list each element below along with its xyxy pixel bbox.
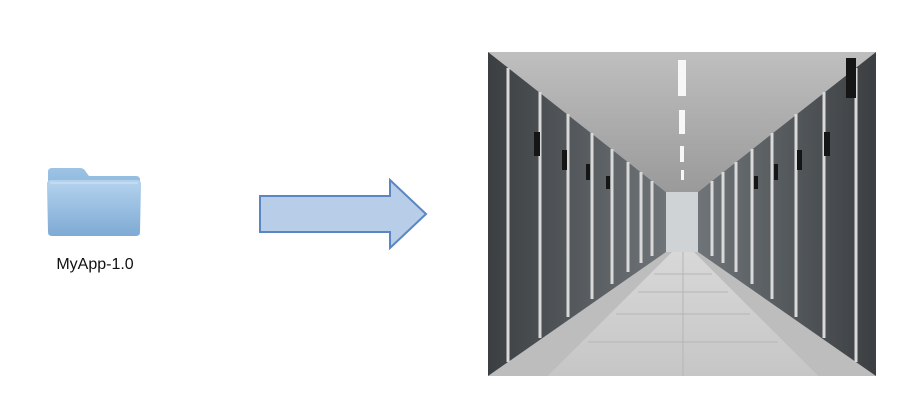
- arrow-right-icon: [259, 178, 428, 250]
- server-room-photo: [488, 52, 876, 376]
- folder-label: MyApp-1.0: [56, 256, 134, 273]
- folder-icon[interactable]: [44, 160, 144, 240]
